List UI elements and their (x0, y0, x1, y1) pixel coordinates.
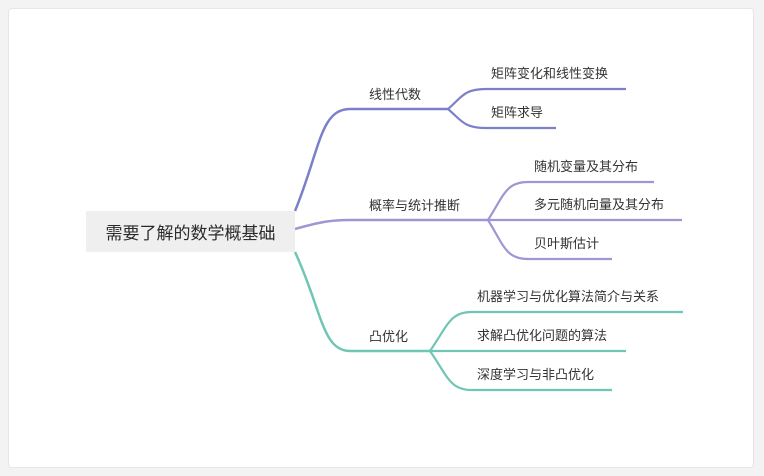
edge-root-probability (294, 218, 351, 231)
edge-linear-algebra-child-2 (447, 108, 487, 130)
node-deep-learning-nonconvex[interactable]: 深度学习与非凸优化 (477, 368, 595, 383)
node-bayes-estimation[interactable]: 贝叶斯估计 (534, 237, 600, 252)
node-matrix-derivative[interactable]: 矩阵求导 (491, 106, 544, 121)
edge-linear-algebra-child-1 (447, 87, 487, 110)
edge-probability-child-1 (487, 180, 529, 221)
edge-root-convex (293, 251, 351, 353)
edge-root-linear-algebra (293, 107, 351, 212)
root-node[interactable]: 需要了解的数学概基础 (86, 211, 295, 252)
edge-convex-child-3 (429, 350, 473, 392)
node-ml-optimization-intro[interactable]: 机器学习与优化算法简介与关系 (477, 290, 660, 305)
branch-convex-optimization[interactable]: 凸优化 (369, 330, 409, 345)
edge-probability-child-3 (487, 219, 529, 261)
node-matrix-transform[interactable]: 矩阵变化和线性变换 (491, 67, 609, 82)
edge-convex-child-1 (429, 310, 473, 352)
node-random-vector[interactable]: 多元随机向量及其分布 (534, 198, 665, 213)
root-node-label: 需要了解的数学概基础 (105, 224, 276, 244)
branch-probability[interactable]: 概率与统计推断 (369, 199, 461, 214)
branch-linear-algebra[interactable]: 线性代数 (369, 88, 422, 103)
node-convex-algorithms[interactable]: 求解凸优化问题的算法 (477, 329, 608, 344)
node-random-variable[interactable]: 随机变量及其分布 (534, 160, 639, 175)
